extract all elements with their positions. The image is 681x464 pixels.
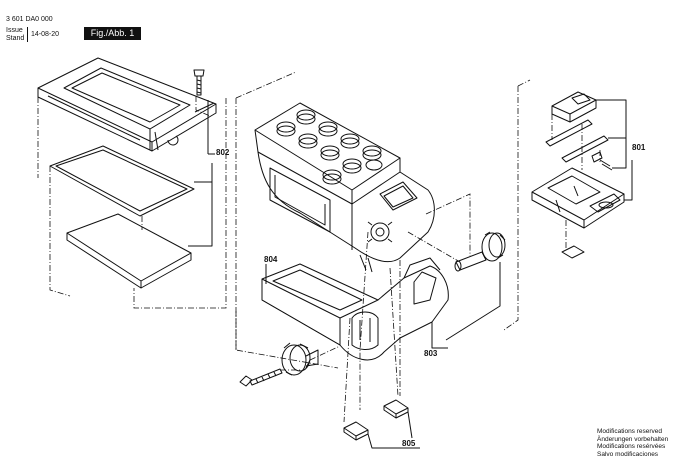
top-screw bbox=[193, 69, 205, 96]
callout-801: 801 bbox=[632, 143, 646, 152]
note-line: Salvo modificaciones bbox=[597, 450, 659, 458]
document-number: 3 601 DA0 000 bbox=[6, 16, 53, 23]
pins bbox=[545, 119, 609, 163]
modification-notes: Modifications reserved Änderungen vorbeh… bbox=[597, 428, 668, 458]
lower-screw bbox=[239, 368, 283, 387]
issue-label: Issue bbox=[6, 27, 23, 34]
left-knob bbox=[281, 342, 319, 376]
clip-block bbox=[551, 91, 597, 123]
bracket-801 bbox=[596, 99, 633, 201]
callout-802: 802 bbox=[216, 148, 230, 157]
callout-804: 804 bbox=[264, 255, 278, 264]
housing-buttons bbox=[276, 109, 383, 185]
issue-date: 14-08-20 bbox=[31, 31, 60, 38]
issue-bracket bbox=[25, 27, 28, 42]
base-frame bbox=[261, 257, 449, 361]
leader-803 bbox=[431, 322, 448, 349]
assembly-lines bbox=[37, 71, 601, 423]
foam-plate bbox=[66, 213, 192, 289]
leader-803b bbox=[445, 262, 501, 341]
right-knob bbox=[454, 231, 506, 272]
gasket bbox=[49, 145, 195, 217]
stand-label: Stand bbox=[6, 35, 25, 42]
cover-frame bbox=[37, 57, 217, 152]
note-line: Änderungen vorbehalten bbox=[597, 435, 669, 443]
figure-label: Fig./Abb. 1 bbox=[84, 27, 141, 40]
mount-plate bbox=[531, 167, 625, 229]
note-line: Modifications resérvées bbox=[597, 443, 666, 450]
small-screw bbox=[591, 151, 613, 171]
feet bbox=[343, 399, 413, 449]
bracket-802 bbox=[188, 100, 215, 247]
small-pad bbox=[561, 245, 585, 259]
note-line: Modifications reserved bbox=[597, 428, 663, 435]
callout-805: 805 bbox=[402, 439, 416, 448]
main-housing bbox=[254, 102, 435, 273]
callout-803: 803 bbox=[424, 349, 438, 358]
